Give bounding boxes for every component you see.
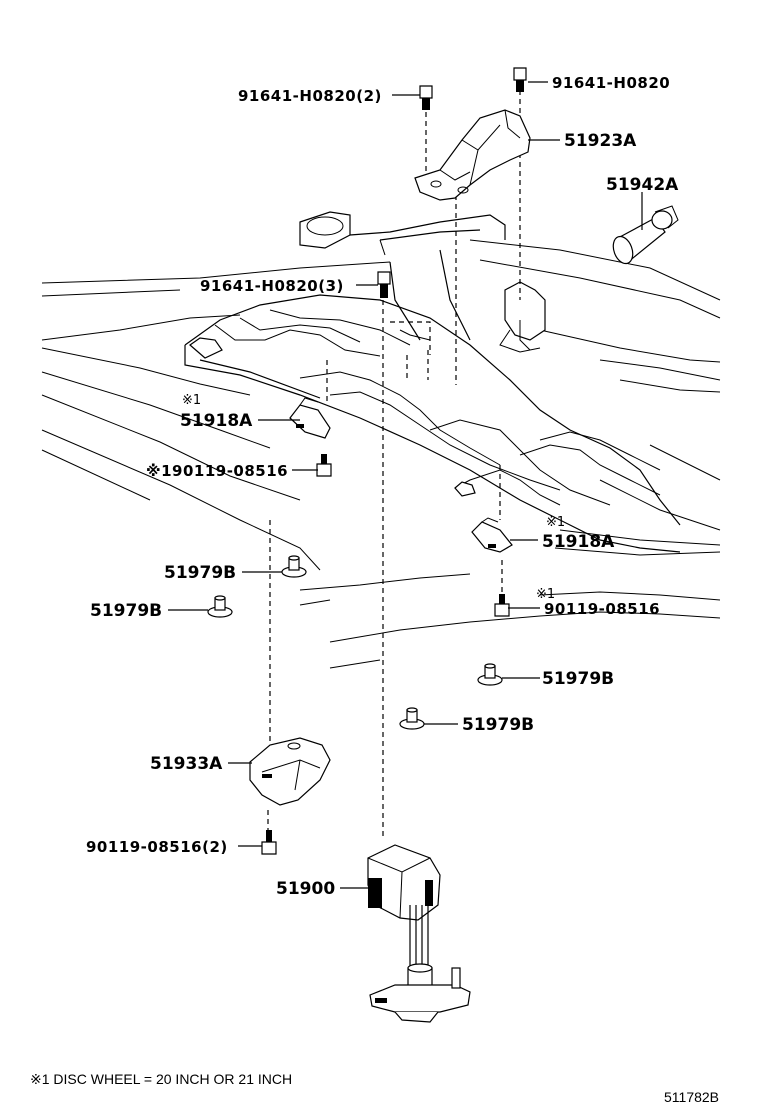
- label-91641-h0820-2[interactable]: 91641-H0820(2): [238, 87, 382, 105]
- bolt-90119-08516-right[interactable]: [494, 594, 510, 617]
- bolt-90119-08516-left[interactable]: [316, 454, 332, 477]
- bolt-90119-08516-2[interactable]: [261, 830, 277, 855]
- label-51942a[interactable]: 51942A: [606, 175, 679, 195]
- cap-51942a[interactable]: [610, 205, 679, 266]
- bracket-51918a-left[interactable]: [289, 397, 331, 439]
- leader-lines: [168, 81, 643, 889]
- stopper-51979b-2[interactable]: [207, 595, 233, 618]
- label-51918a-left[interactable]: 51918A: [180, 411, 253, 431]
- label-51918a-right[interactable]: 51918A: [542, 532, 615, 552]
- stopper-51979b-1[interactable]: [281, 555, 307, 578]
- label-51979b-3[interactable]: 51979B: [542, 669, 614, 689]
- label-90119-08516-left[interactable]: ※190119-08516: [146, 462, 288, 480]
- label-51979b-4[interactable]: 51979B: [462, 715, 534, 735]
- footnote-mark-51918a-right: ※1: [546, 515, 565, 530]
- bracket-51923a[interactable]: [414, 109, 531, 201]
- label-90119-08516-2[interactable]: 90119-08516(2): [86, 838, 228, 856]
- part-labels: 91641-H0820(2) 91641-H0820 51923A 51942A…: [86, 74, 679, 899]
- diagram-id: 511782B: [664, 1089, 719, 1105]
- label-51900[interactable]: 51900: [276, 879, 335, 899]
- bolt-91641-h0820-3[interactable]: [377, 271, 391, 298]
- label-51923a[interactable]: 51923A: [564, 131, 637, 151]
- bracket-51933a[interactable]: [249, 737, 331, 806]
- label-90119-08516-right[interactable]: 90119-08516: [544, 600, 660, 618]
- footnote-mark-90119-right: ※1: [536, 587, 555, 602]
- alignment-lines: [267, 90, 521, 840]
- label-51933a[interactable]: 51933A: [150, 754, 223, 774]
- label-51979b-2[interactable]: 51979B: [90, 601, 162, 621]
- footnote: ※1 DISC WHEEL = 20 INCH OR 21 INCH: [30, 1071, 292, 1087]
- bolt-91641-h0820-2[interactable]: [419, 85, 433, 110]
- label-91641-h0820-top[interactable]: 91641-H0820: [552, 74, 670, 92]
- vehicle-frame: [41, 211, 721, 669]
- bolt-91641-h0820-top[interactable]: [513, 67, 527, 92]
- winch-51900[interactable]: [367, 844, 471, 1023]
- stopper-51979b-4[interactable]: [399, 707, 425, 730]
- stopper-51979b-3[interactable]: [477, 663, 503, 686]
- label-51979b-1[interactable]: 51979B: [164, 563, 236, 583]
- label-91641-h0820-3[interactable]: 91641-H0820(3): [200, 277, 344, 295]
- bracket-51918a-right[interactable]: [471, 517, 513, 553]
- footnote-mark-51918a-left: ※1: [182, 393, 201, 408]
